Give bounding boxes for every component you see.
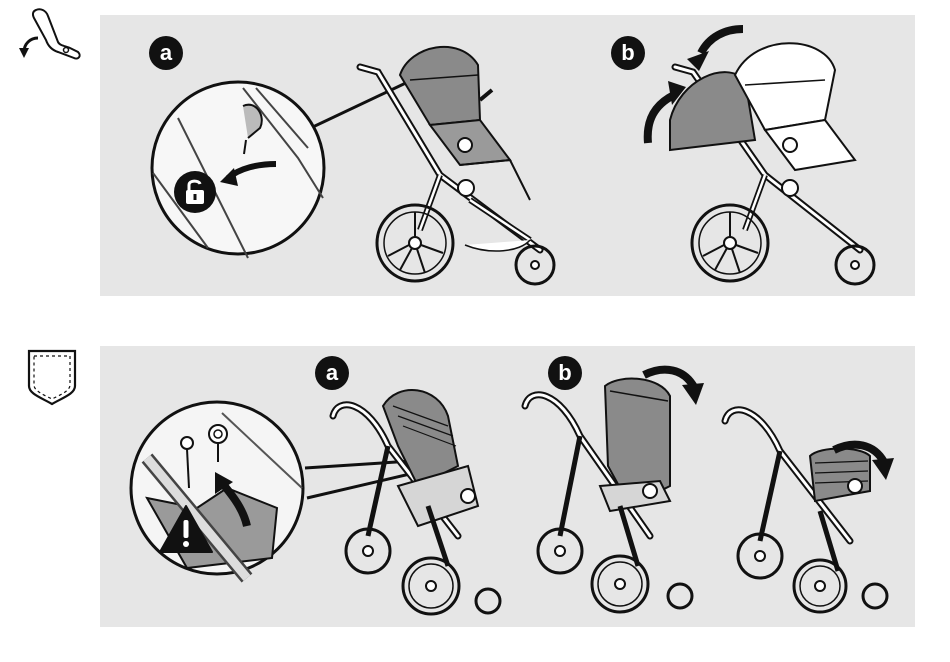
step-b-badge: b <box>611 36 645 70</box>
pocket-instruction-panel: a b <box>100 346 915 627</box>
stroller-illustration-a <box>370 40 570 290</box>
stroller-illustration-b2 <box>720 391 900 611</box>
recline-instruction-panel: a b <box>100 15 915 296</box>
pocket-icon <box>26 348 78 406</box>
pacifier-icon <box>203 422 233 466</box>
stroller-illustration-a <box>328 386 508 616</box>
step-a-badge: a <box>149 36 183 70</box>
step-a-badge: a <box>315 356 349 390</box>
rotate-arrow-icon <box>685 15 745 75</box>
warning-icon <box>158 504 214 554</box>
stroller-illustration-b1 <box>520 376 700 616</box>
stroller-illustration-b <box>675 40 875 290</box>
zoom-detail-circle <box>148 78 328 258</box>
unlock-icon <box>173 170 217 214</box>
recline-handle-icon <box>18 6 88 61</box>
curved-arrow-icon <box>640 361 705 406</box>
curved-arrow-icon <box>638 77 688 147</box>
curved-arrow-icon <box>830 436 895 481</box>
